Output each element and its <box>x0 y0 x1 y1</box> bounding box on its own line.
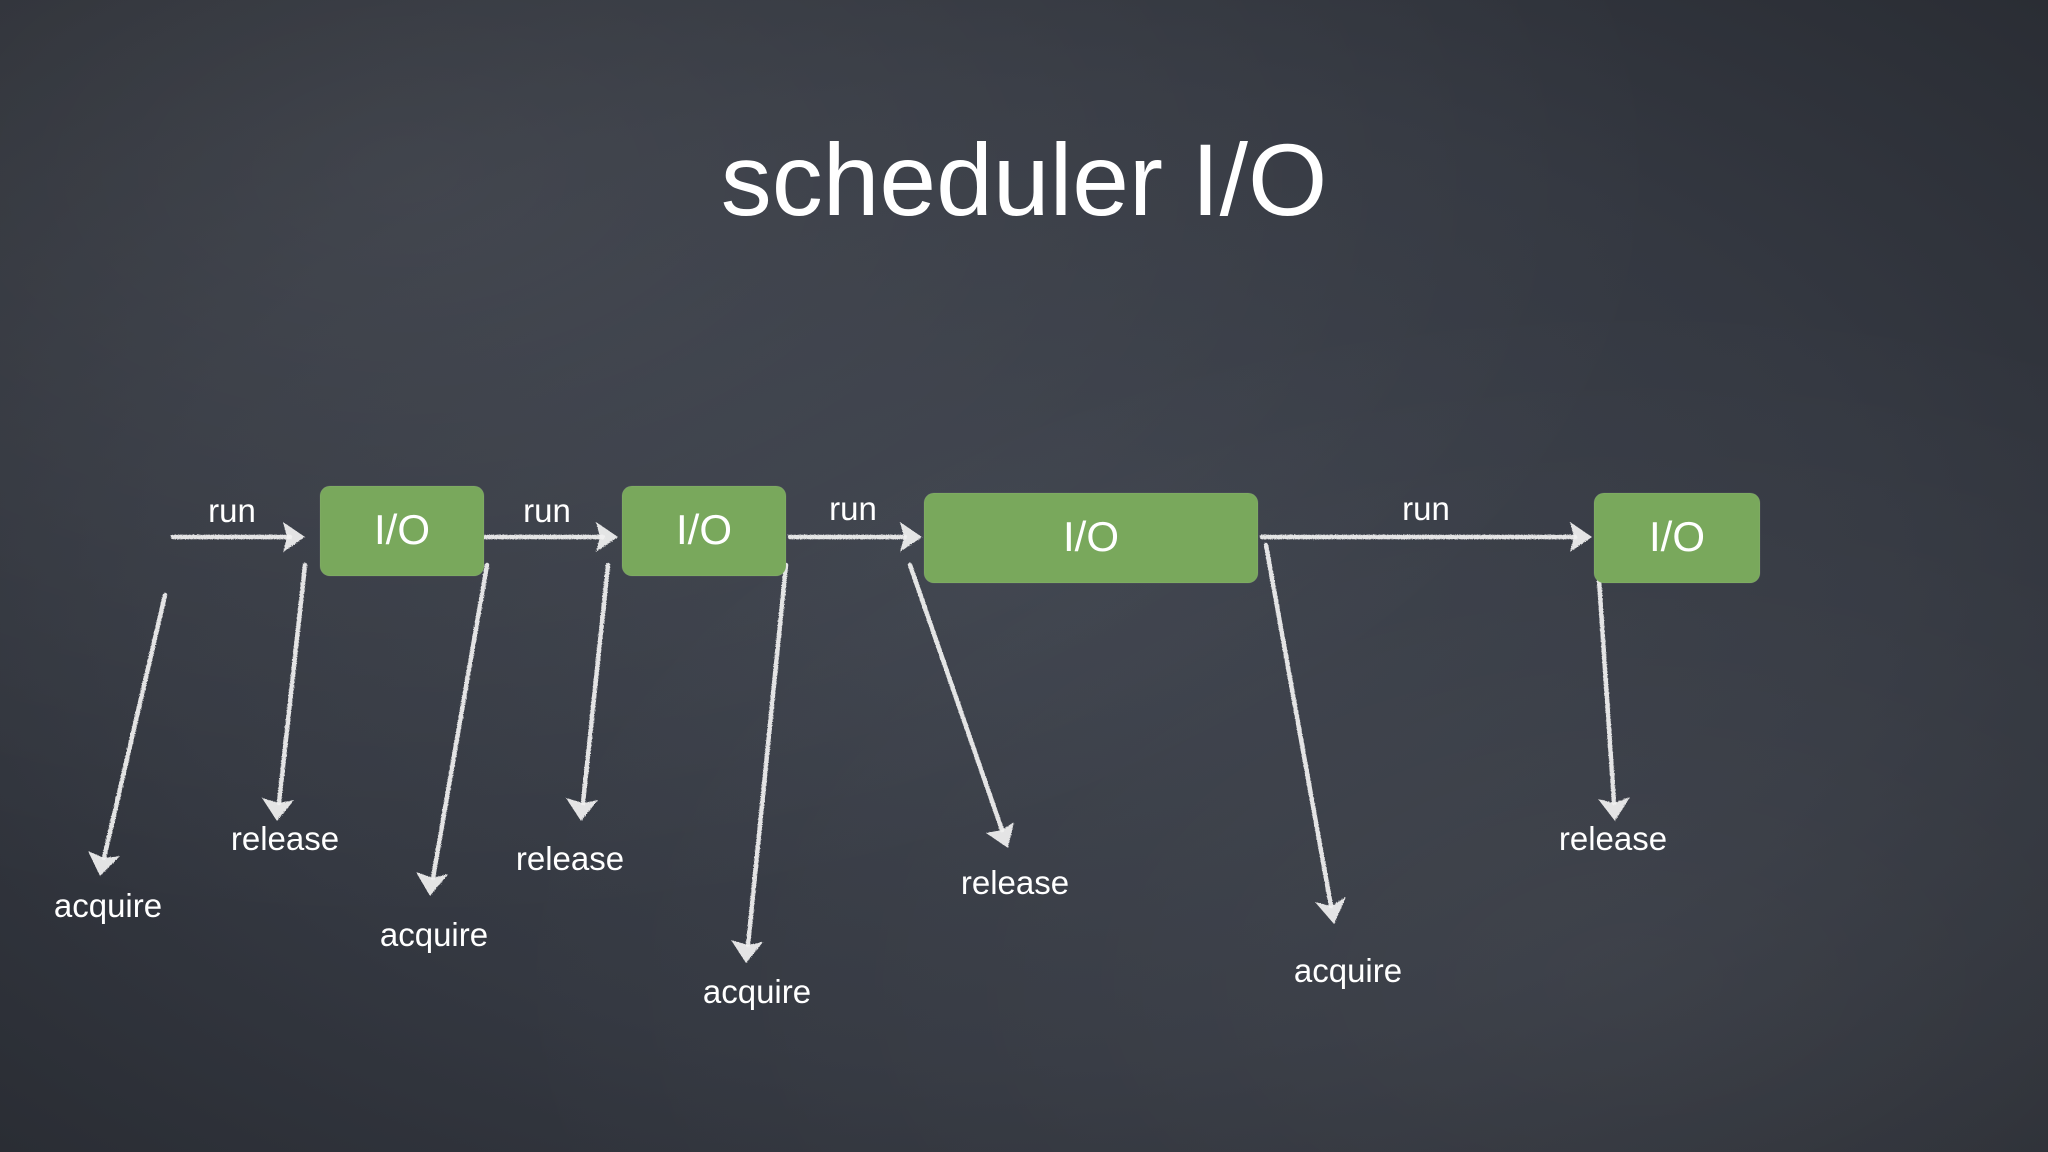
release-arrow-4 <box>1595 562 1617 806</box>
acquire-arrow-4-head <box>1315 897 1346 924</box>
run-label-1: run <box>208 492 256 529</box>
event-label-release-3: release <box>961 864 1069 901</box>
run-label-3: run <box>829 490 877 527</box>
io-box-1: I/O <box>319 485 485 577</box>
io-box-label: I/O <box>1063 513 1119 560</box>
acquire-arrow-2 <box>430 562 490 881</box>
event-label-release-4: release <box>1559 820 1667 857</box>
io-box-4: I/O <box>1593 492 1761 584</box>
event-label-acquire-2: acquire <box>380 916 488 953</box>
release-arrow-4-head <box>1598 797 1630 821</box>
acquire-arrow-4 <box>1263 542 1334 909</box>
io-box-2: I/O <box>621 485 787 577</box>
event-label-acquire-4: acquire <box>1294 952 1402 989</box>
release-arrow-3-head <box>986 822 1014 848</box>
run-label-2: run <box>523 492 571 529</box>
release-arrow-2 <box>580 562 611 806</box>
run-arrow-2-head <box>596 522 618 552</box>
release-arrow-2-head <box>566 798 598 821</box>
release-arrow-1-head <box>262 798 294 821</box>
acquire-arrow-1-head <box>88 851 120 876</box>
acquire-arrow-1 <box>101 592 168 861</box>
io-box-label: I/O <box>676 506 732 553</box>
event-label-acquire-3: acquire <box>703 973 811 1010</box>
release-arrow-3 <box>907 562 1005 833</box>
event-label-acquire-1: acquire <box>54 887 162 924</box>
release-arrow-1 <box>276 562 308 806</box>
io-box-label: I/O <box>1649 513 1705 560</box>
run-arrow-1-head <box>283 522 305 552</box>
event-label-release-1: release <box>231 820 339 857</box>
run-arrow-4-head <box>1570 522 1592 552</box>
io-box-label: I/O <box>374 506 430 553</box>
event-label-release-2: release <box>516 840 624 877</box>
acquire-arrow-3 <box>745 562 789 948</box>
acquire-arrow-2-head <box>416 872 448 896</box>
io-box-3: I/O <box>923 492 1259 584</box>
run-label-4: run <box>1402 490 1450 527</box>
run-arrow-3-head <box>900 522 922 552</box>
slide-title: scheduler I/O <box>720 123 1328 237</box>
acquire-arrow-3-head <box>731 940 763 963</box>
